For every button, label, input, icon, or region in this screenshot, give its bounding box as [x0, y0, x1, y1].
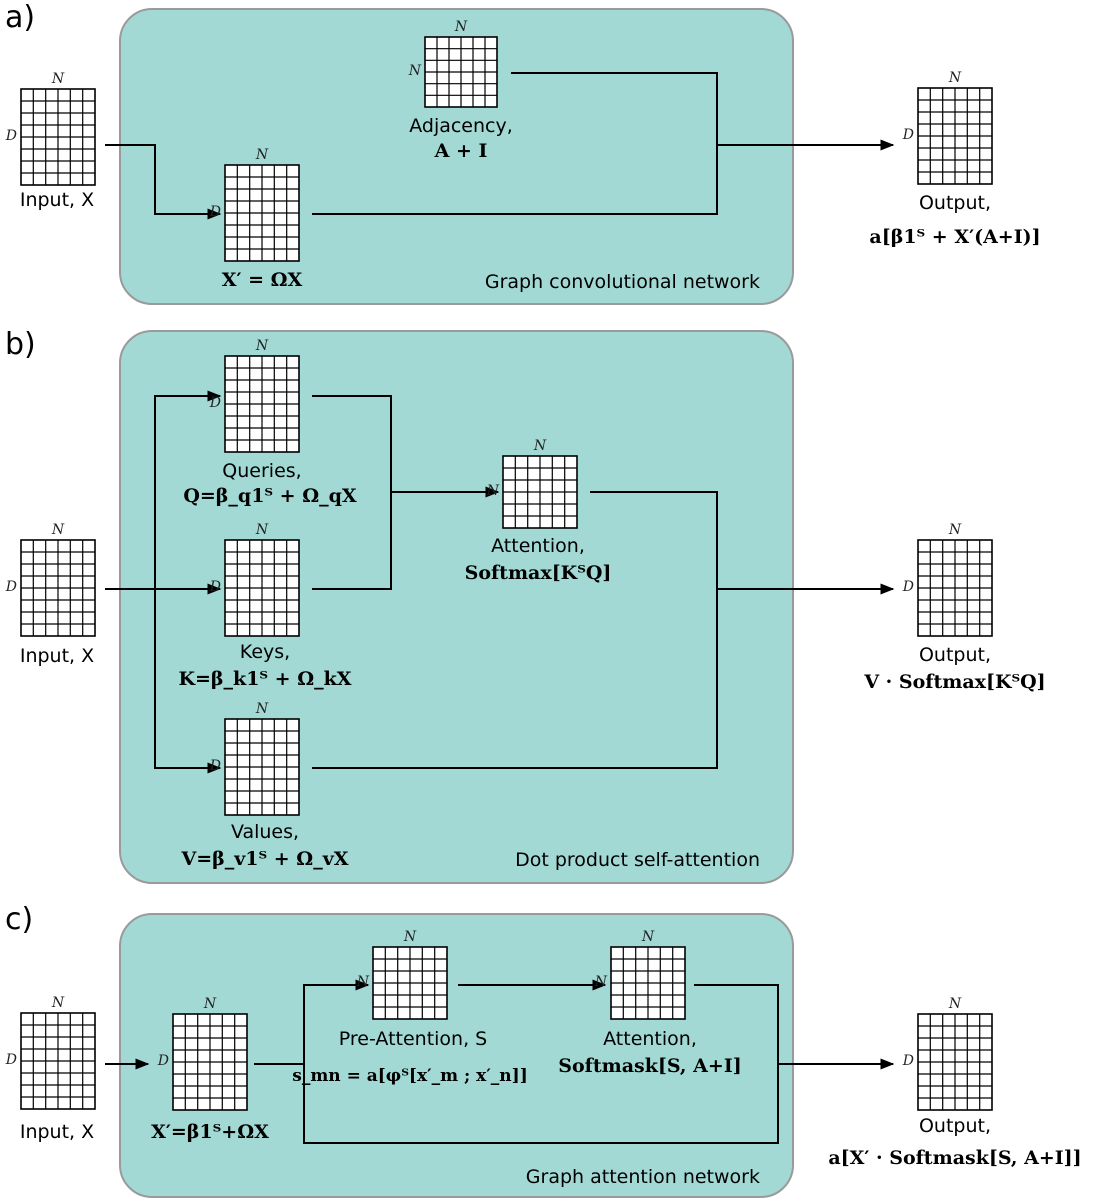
panel-c-output-label: Output, [918, 1115, 992, 1137]
panel-a-connectors [105, 72, 895, 220]
grid-b-attention-lines [503, 456, 577, 528]
panel-c-label: c) [5, 902, 34, 937]
grid-a-adjacency [424, 36, 498, 108]
grid-c-transform-lines [173, 1014, 247, 1110]
grid-a-input [20, 88, 96, 186]
grid-c-output-lines [918, 1014, 992, 1110]
panel-b-values-label: Values, [230, 821, 300, 843]
panel-c-preattention-label: Pre-Attention, S [338, 1028, 488, 1050]
grid-b-input [20, 539, 96, 637]
panel-b-keys-math: K=β_k1ᵀ + Ω_kX [178, 668, 352, 690]
grid-a-output [917, 87, 993, 185]
panel-a-input-label: Input, X [19, 189, 95, 211]
panel-a-adjacency-math: A + I [434, 140, 488, 162]
grid-c-preattention-lines [373, 947, 447, 1019]
grid-a-adjacency-lines [425, 37, 497, 107]
grid-b-input-lines [21, 540, 95, 636]
panel-c-attention-label: Attention, [603, 1028, 697, 1050]
panel-c-title: Graph attention network [525, 1166, 760, 1188]
grid-b-values-left-dim: D [209, 758, 221, 774]
grid-a-transform-top-dim: N [255, 147, 269, 163]
panel-a-title: Graph convolutional network [484, 271, 760, 293]
grid-c-preattention-left-dim: N [356, 974, 369, 990]
grid-b-attention [502, 455, 578, 529]
grid-c-output [917, 1013, 993, 1111]
panel-c-transform-math: X′=β1ᵀ+ΩX [151, 1121, 269, 1143]
panel-a-label: a) [5, 0, 36, 35]
grid-a-adjacency-top-dim: N [454, 19, 468, 35]
panel-b-connectors [105, 390, 895, 774]
panel-c-preattention-math: s_mn = a[φᵀ[x′_m ; x′_n]] [292, 1066, 528, 1086]
matrix-grids [20, 36, 993, 1111]
panel-c-output-math: a[X′ · Softmask[S, A+I]] [828, 1147, 1082, 1169]
grid-b-output [917, 539, 993, 637]
panel-b-background [119, 330, 794, 884]
panel-a-transform-math: X′ = ΩX [221, 269, 303, 291]
panel-b-keys-label: Keys, [239, 641, 291, 663]
grid-c-attention-left-dim: N [594, 974, 607, 990]
grid-c-preattention [372, 946, 448, 1020]
grid-b-input-top-dim: N [51, 522, 65, 538]
grid-c-input-top-dim: N [51, 995, 65, 1011]
grid-b-keys [224, 539, 300, 637]
grid-b-queries-left-dim: D [209, 395, 221, 411]
grid-b-output-left-dim: D [902, 579, 914, 595]
grid-b-attention-left-dim: N [486, 483, 499, 499]
panel-c-attention-math: Softmask[S, A+I] [558, 1055, 742, 1077]
panel-c-input-label: Input, X [19, 1121, 95, 1143]
grid-b-values-lines [225, 719, 299, 815]
panel-b-title: Dot product self-attention [515, 849, 760, 871]
panel-b-output-math: V · Softmax[KᵀQ] [864, 671, 1046, 693]
grid-c-attention-lines [611, 947, 685, 1019]
panel-b-input-label: Input, X [19, 645, 95, 667]
grid-b-values [224, 718, 300, 816]
grid-b-queries-top-dim: N [255, 338, 269, 354]
grid-c-input-lines [21, 1013, 95, 1109]
panel-b-attention-math: Softmax[KᵀQ] [464, 562, 612, 584]
grid-a-transform [224, 164, 300, 262]
grid-c-input [20, 1012, 96, 1110]
grid-b-keys-top-dim: N [255, 522, 269, 538]
grid-c-attention-top-dim: N [641, 929, 655, 945]
panel-b-values-math: V=β_v1ᵀ + Ω_vX [181, 848, 349, 870]
grid-b-input-left-dim: D [5, 579, 17, 595]
grid-a-input-left-dim: D [5, 128, 17, 144]
grid-c-transform-left-dim: D [157, 1053, 169, 1069]
grid-c-output-top-dim: N [948, 996, 962, 1012]
grid-c-attention [610, 946, 686, 1020]
grid-b-queries-lines [225, 356, 299, 452]
grid-b-keys-left-dim: D [209, 579, 221, 595]
grid-c-output-left-dim: D [902, 1053, 914, 1069]
panel-c-connectors [105, 979, 895, 1144]
grid-b-values-top-dim: N [255, 701, 269, 717]
panel-b-queries-math: Q=β_q1ᵀ + Ω_qX [183, 485, 357, 507]
grid-b-keys-lines [225, 540, 299, 636]
grid-a-output-lines [918, 88, 992, 184]
grid-a-adjacency-left-dim: N [408, 63, 421, 79]
grid-c-transform-top-dim: N [203, 996, 217, 1012]
grid-a-output-left-dim: D [902, 127, 914, 143]
grid-a-input-top-dim: N [51, 71, 65, 87]
panel-b-label: b) [5, 327, 36, 362]
panel-b-output-label: Output, [918, 644, 992, 666]
grid-c-input-left-dim: D [5, 1052, 17, 1068]
grid-a-input-lines [21, 89, 95, 185]
grid-c-preattention-top-dim: N [403, 929, 417, 945]
panel-a-adjacency-label: Adjacency, [409, 115, 513, 137]
panel-a-output-label: Output, [918, 192, 992, 214]
grid-a-output-top-dim: N [948, 70, 962, 86]
grid-b-output-top-dim: N [948, 522, 962, 538]
grid-c-transform [172, 1013, 248, 1111]
panel-b-attention-label: Attention, [491, 535, 585, 557]
grid-b-attention-top-dim: N [533, 438, 547, 454]
panel-b-queries-label: Queries, [222, 460, 302, 482]
grid-b-queries [224, 355, 300, 453]
grid-b-output-lines [918, 540, 992, 636]
panel-a-output-math: a[β1ᵀ + X′(A+I)] [869, 226, 1041, 248]
grid-a-transform-lines [225, 165, 299, 261]
grid-a-transform-left-dim: D [209, 204, 221, 220]
